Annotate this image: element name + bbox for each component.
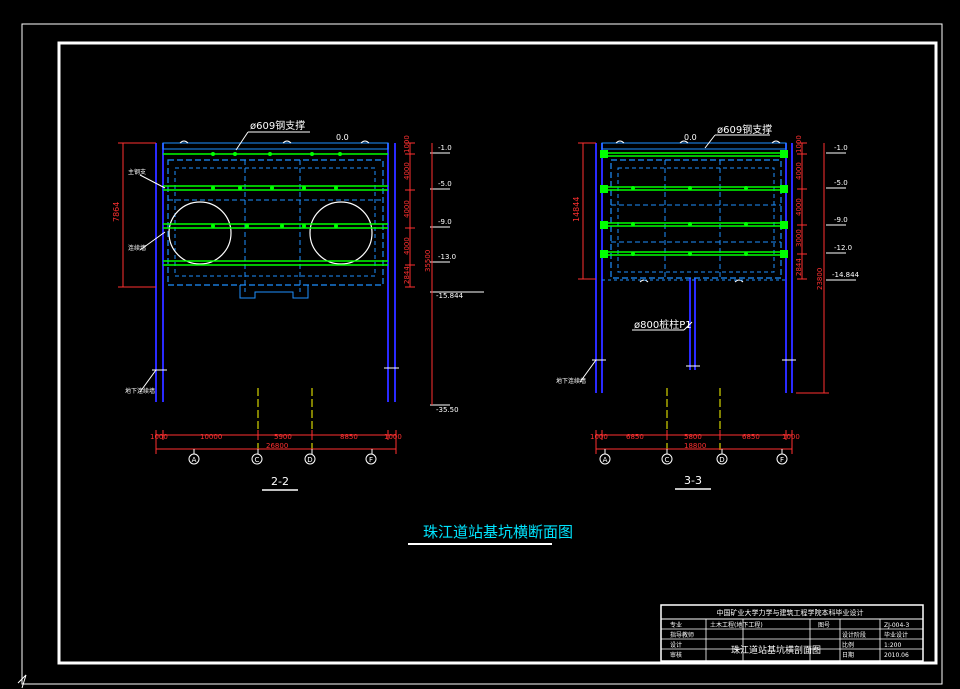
tb-r3-c4: 1:200 xyxy=(884,642,901,649)
section-2-2-left-height: 7864 xyxy=(112,202,121,222)
section-2-2-bdim-2: 10000 xyxy=(200,433,222,441)
title-block-drawing-name: 珠江道站基坑横剖面图 xyxy=(731,644,821,656)
section-2-2-note-1: 主钢支 xyxy=(128,168,146,176)
corner-mark xyxy=(17,674,27,689)
title-block-header: 中国矿业大学力学与建筑工程学院本科毕业设计 xyxy=(717,608,864,617)
section-3-3-label: 3-3 xyxy=(684,474,702,487)
section-2-2-axis-d: D xyxy=(307,456,312,464)
section-3-3-top-level: 0.0 xyxy=(684,133,697,142)
section-2-2-dim-1: 1000 xyxy=(403,135,411,153)
section-3-3-elev-2: -5.0 xyxy=(834,179,848,187)
section-2-2-elev-4: -13.0 xyxy=(438,253,456,261)
section-3-3-axis-a: A xyxy=(603,456,608,464)
section-3-3: ø609钢支撑 0.0 14844 地下连续墙 ø800桩柱P1 1000 40… xyxy=(556,123,860,490)
tb-r2-c3: 设计阶段 xyxy=(842,631,866,639)
section-3-3-dim-1: 1000 xyxy=(795,135,803,153)
sheet-title: 珠江道站基坑横断面图 xyxy=(423,523,573,541)
tb-r2-c4: 毕业设计 xyxy=(884,631,908,639)
section-3-3-elev-3: -9.0 xyxy=(834,216,848,224)
section-2-2-dim-4: 4000 xyxy=(403,237,411,255)
section-3-3-pile-label: ø800桩柱P1 xyxy=(634,318,692,331)
section-3-3-axis-d: D xyxy=(719,456,724,464)
section-3-3-dim-5: 2844 xyxy=(795,258,803,276)
tb-r3-c1: 设计 xyxy=(670,641,682,649)
section-2-2-dim-3: 4000 xyxy=(403,200,411,218)
section-3-3-dim-4: 3000 xyxy=(795,229,803,247)
tb-r3-c3: 比例 xyxy=(842,641,854,649)
section-2-2-label: 2-2 xyxy=(271,475,289,488)
section-3-3-dim-2: 4000 xyxy=(795,162,803,180)
tb-r1-c1: 专业 xyxy=(670,621,682,629)
section-2-2-axis-f: F xyxy=(369,456,373,464)
section-3-3-axis-f: F xyxy=(780,456,784,464)
section-3-3-bdim-4: 6850 xyxy=(742,433,760,441)
section-2-2-bdim-5: 1000 xyxy=(384,433,402,441)
section-3-3-bdim-5: 1000 xyxy=(782,433,800,441)
tb-r4-c4: 2010.06 xyxy=(884,652,909,659)
section-3-3-bdim-1: 1000 xyxy=(590,433,608,441)
section-2-2-bdim-3: 5900 xyxy=(274,433,292,441)
section-2-2: ø609钢支撑 0.0 7864 主钢支 连续墙 地下连续墙 1000 4000… xyxy=(112,119,484,491)
tb-r4-c1: 审核 xyxy=(670,651,682,659)
outer-frame xyxy=(21,23,943,685)
tb-r1-c3: 图号 xyxy=(818,622,830,629)
section-3-3-dim-3: 4000 xyxy=(795,198,803,216)
section-2-2-note-2: 连续墙 xyxy=(128,244,146,252)
section-3-3-elev-1: -1.0 xyxy=(834,144,848,152)
tb-r2-c1: 指导教师 xyxy=(670,631,694,639)
section-2-2-elev-1: -1.0 xyxy=(438,144,452,152)
section-2-2-axis-a: A xyxy=(192,456,197,464)
section-3-3-bdim-2: 6850 xyxy=(626,433,644,441)
section-2-2-total-depth: 35500 xyxy=(424,250,432,272)
tb-r4-c3: 日期 xyxy=(842,651,854,659)
section-3-3-note-1: 地下连续墙 xyxy=(556,377,586,385)
title-block: 中国矿业大学力学与建筑工程学院本科毕业设计 专业 土木工程(地下工程) 图号 Z… xyxy=(660,604,924,662)
section-3-3-strut-label: ø609钢支撑 xyxy=(717,123,772,136)
section-2-2-elev-6: -35.50 xyxy=(436,406,459,414)
section-3-3-elev-4: -12.0 xyxy=(834,244,852,252)
section-2-2-bdim-1: 1000 xyxy=(150,433,168,441)
tb-r1-c2: 土木工程(地下工程) xyxy=(710,621,763,629)
tb-r1-c4: ZJ-004-3 xyxy=(884,622,909,629)
section-3-3-total-depth: 23800 xyxy=(816,268,824,290)
section-2-2-note-3: 地下连续墙 xyxy=(125,387,155,395)
inner-frame xyxy=(57,41,938,665)
section-2-2-elev-3: -9.0 xyxy=(438,218,452,226)
section-2-2-dim-2: 4000 xyxy=(403,162,411,180)
section-2-2-elev-2: -5.0 xyxy=(438,180,452,188)
section-2-2-bdim-4: 8850 xyxy=(340,433,358,441)
section-2-2-top-level: 0.0 xyxy=(336,133,349,142)
section-2-2-dim-5: 2844 xyxy=(403,266,411,284)
section-2-2-elev-5: -15.844 xyxy=(436,292,464,300)
section-3-3-elev-5: -14.844 xyxy=(832,271,860,279)
section-2-2-btotal: 26800 xyxy=(266,442,288,450)
section-2-2-axis-c: C xyxy=(255,456,260,464)
section-3-3-btotal: 18800 xyxy=(684,442,706,450)
section-3-3-left-height: 14844 xyxy=(572,197,581,222)
section-3-3-bdim-3: 5800 xyxy=(684,433,702,441)
section-2-2-strut-label: ø609钢支撑 xyxy=(250,119,305,132)
section-3-3-axis-c: C xyxy=(665,456,670,464)
